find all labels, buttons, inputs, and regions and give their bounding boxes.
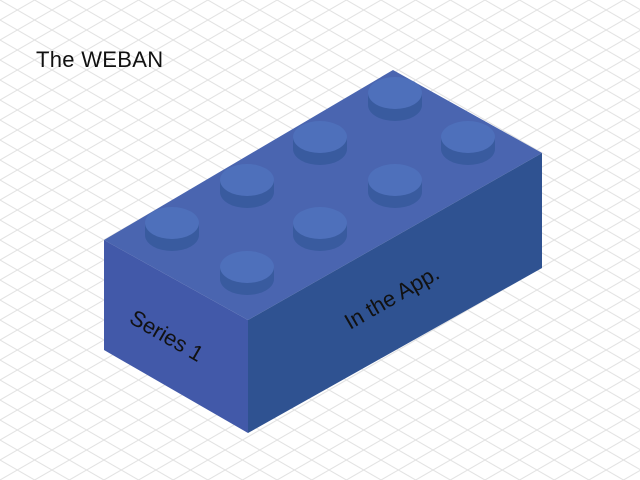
stud — [368, 164, 422, 208]
stud-top — [368, 77, 422, 109]
stud-top — [220, 251, 274, 283]
stud — [441, 121, 495, 165]
stud-top — [293, 121, 347, 153]
brick-top-face — [104, 70, 542, 320]
stud-top — [293, 207, 347, 239]
page-title: The WEBAN — [36, 47, 164, 72]
stud — [293, 121, 347, 165]
stud — [220, 164, 274, 208]
stud-top — [441, 121, 495, 153]
brick-studs — [145, 77, 495, 295]
stud-top — [145, 207, 199, 239]
stud — [145, 207, 199, 251]
brick-left-face — [104, 240, 248, 433]
lego-brick: Series 1 In the App. — [104, 70, 542, 433]
stud — [368, 77, 422, 121]
stud-top — [220, 164, 274, 196]
stud — [293, 207, 347, 251]
brick-right-face — [248, 153, 542, 433]
stud — [220, 251, 274, 295]
stud-top — [368, 164, 422, 196]
